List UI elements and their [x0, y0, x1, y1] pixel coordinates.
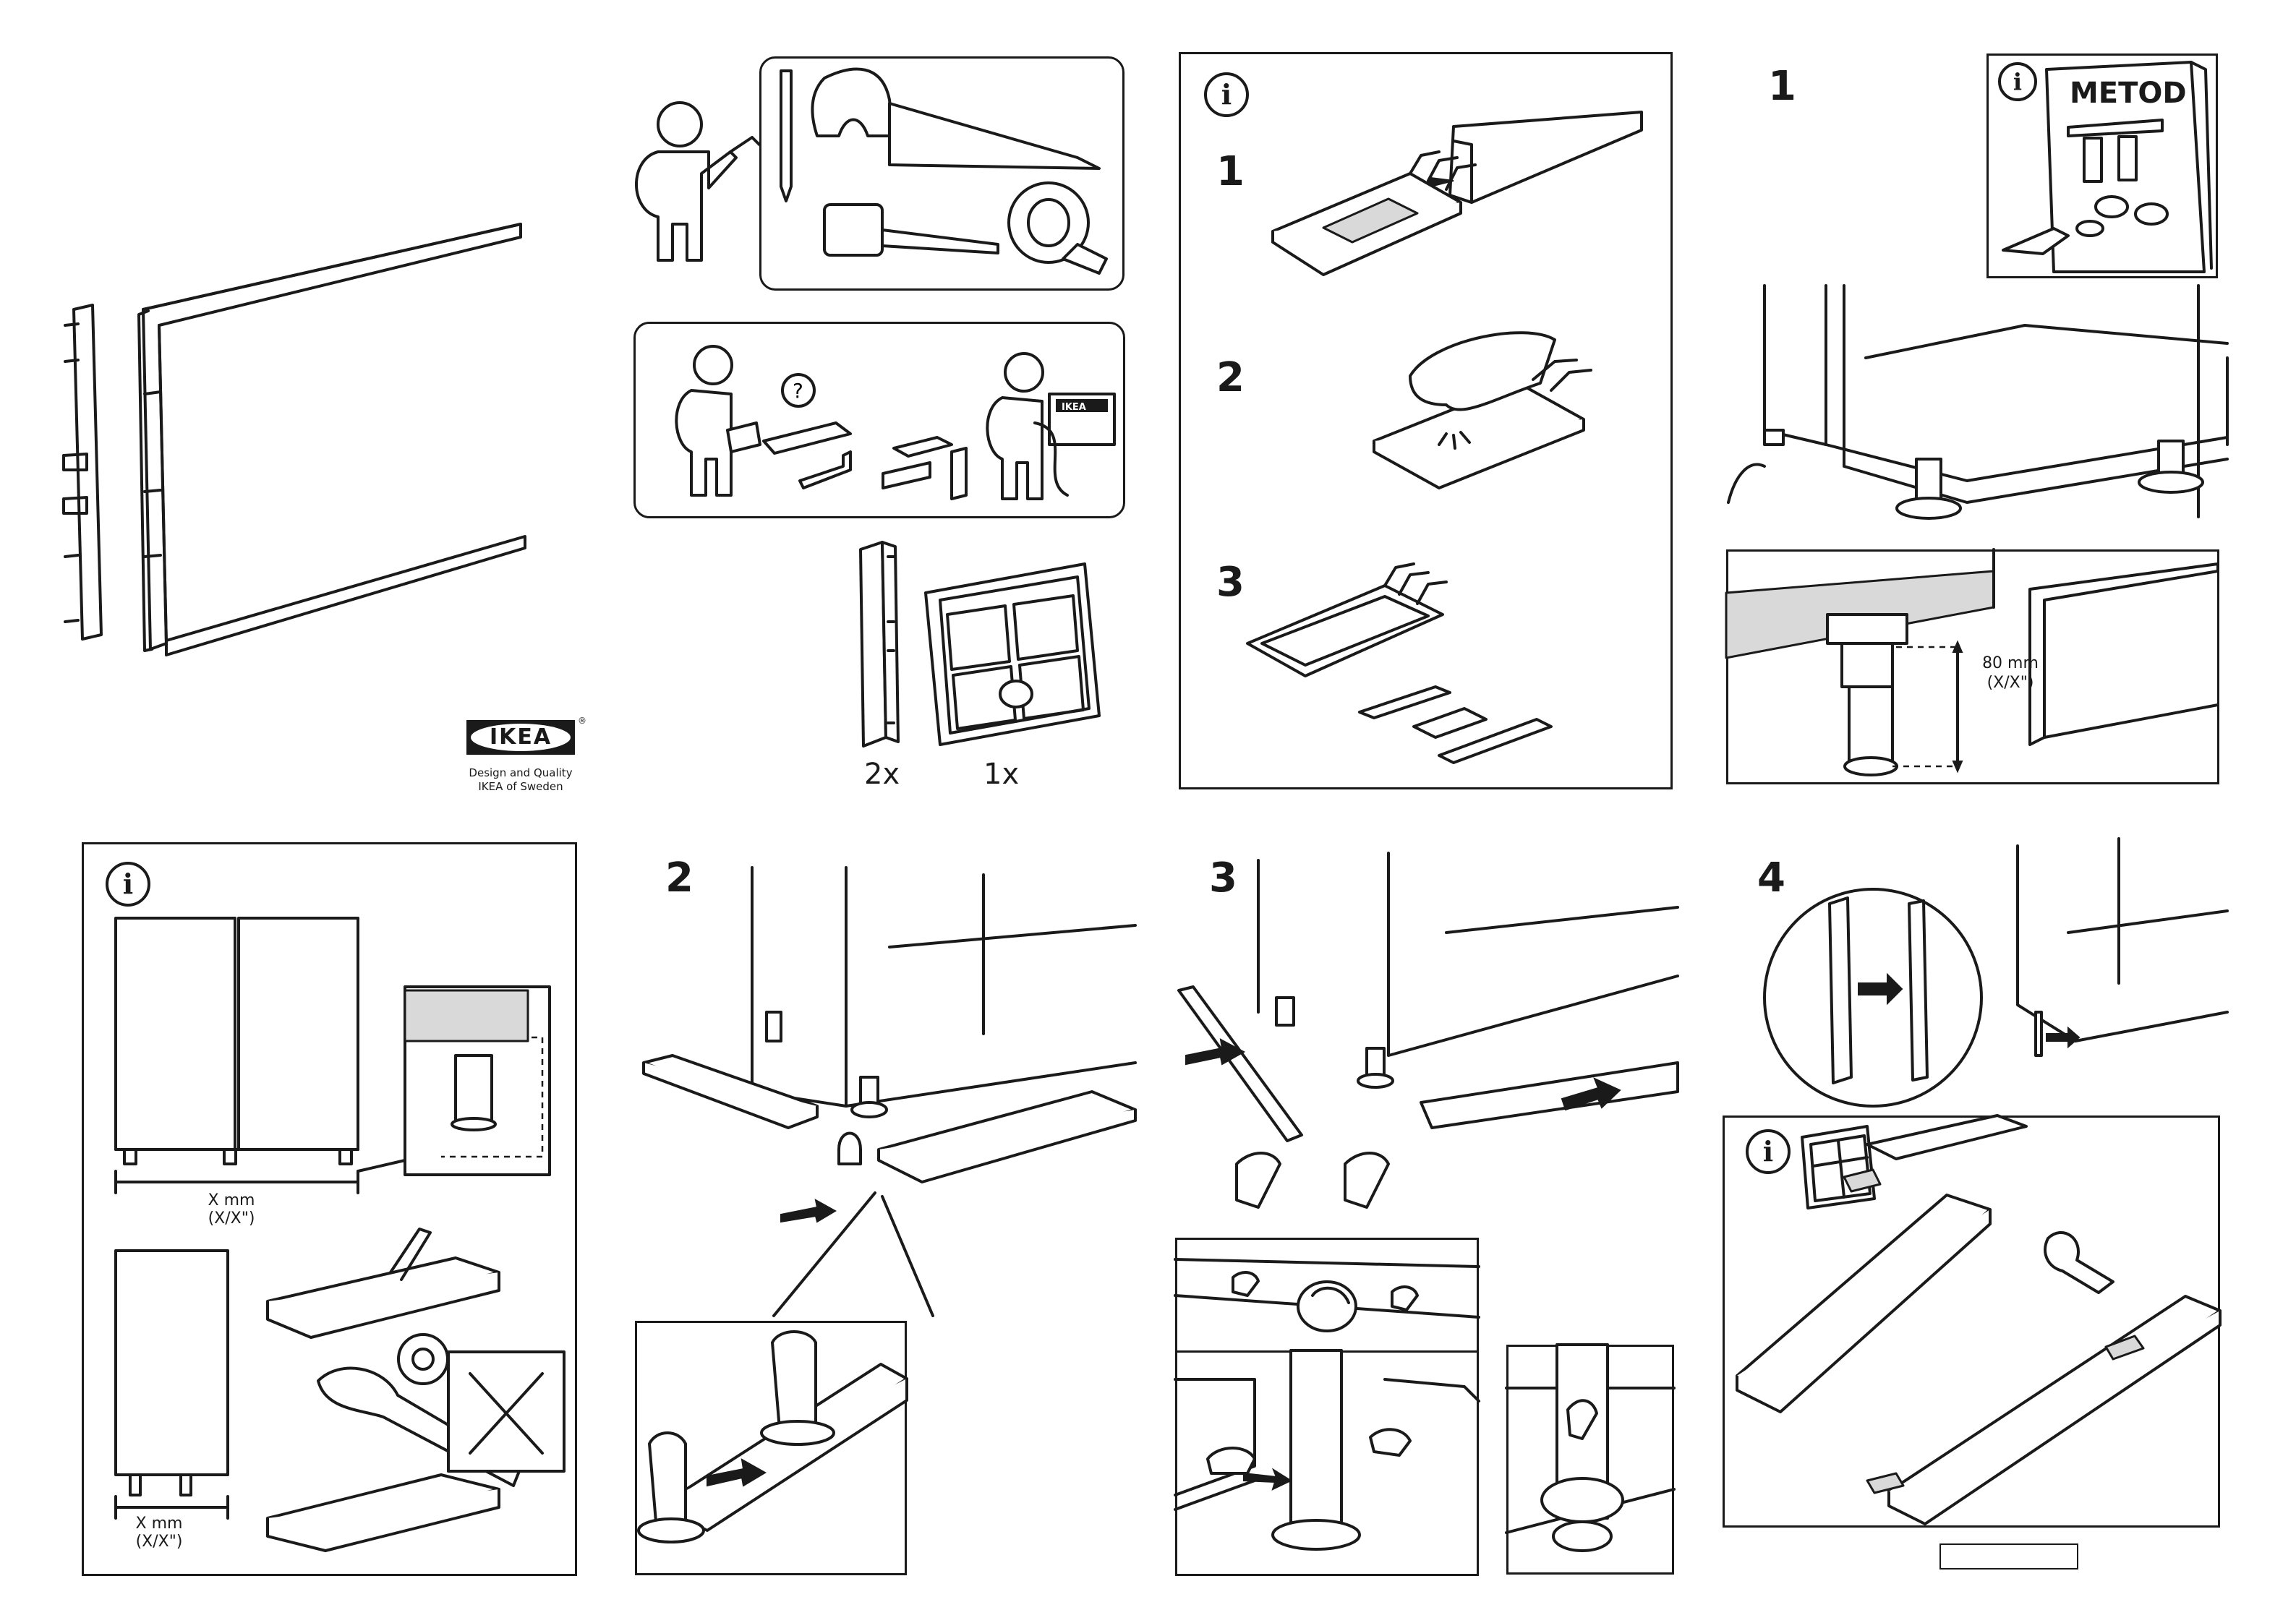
metod-booklet-title: METOD	[2070, 77, 2187, 110]
step3-detail-right-illustration	[1506, 1345, 1674, 1575]
svg-text:?: ?	[793, 379, 803, 403]
info-icon: i	[1204, 72, 1249, 117]
part-a-quantity: 2x	[864, 758, 900, 791]
leg-height-measure-value: 80 mm	[1967, 654, 2054, 673]
svg-text:IKEA: IKEA	[1062, 402, 1086, 413]
cutting-illustration	[253, 1229, 571, 1562]
cabinet-side-illustration	[108, 1251, 239, 1540]
template-step2-illustration	[1367, 318, 1642, 528]
step2-clips-illustration	[629, 860, 1135, 1243]
cabinet-depth-measure-unit: (X/X")	[116, 1533, 202, 1551]
plinth-product-illustration	[58, 217, 550, 665]
info-icon-measure: i	[106, 862, 150, 907]
step-number-1-right: 1	[1768, 67, 1796, 107]
template-step1-illustration	[1266, 108, 1656, 318]
step-number-2: 2	[1216, 358, 1245, 398]
end-cap-part	[853, 542, 904, 752]
step3-detail-top-illustration	[1175, 1238, 1479, 1362]
step-number-1: 1	[1216, 152, 1245, 192]
step3-detail-bottom-illustration	[1175, 1350, 1479, 1576]
cabinets-width-measure-value: X mm	[188, 1191, 275, 1210]
tools-illustration	[759, 56, 1124, 291]
ikea-tagline-1: Design and Quality	[448, 766, 593, 779]
step4-endcap-illustration	[1757, 839, 2227, 1113]
part-b-quantity: 1x	[983, 758, 1019, 791]
step2-detail-illustration	[635, 1321, 907, 1575]
page-label-box	[1939, 1543, 2078, 1570]
help-illustration: ? IKEA	[633, 322, 1125, 518]
cabinet-legs-illustration	[1721, 286, 2227, 531]
step3-plinth-attach-illustration	[1172, 846, 1678, 1236]
ikea-tagline-2: IKEA of Sweden	[448, 780, 593, 793]
step4-template-illustration	[1723, 1115, 2220, 1528]
leg-height-measure-unit: (X/X")	[1967, 674, 2054, 693]
template-part	[918, 557, 1114, 752]
cabinet-depth-measure-value: X mm	[116, 1515, 202, 1533]
info-icon-booklet: i	[1998, 62, 2037, 101]
person-figure-icon	[622, 94, 767, 267]
template-step3-illustration	[1233, 535, 1573, 774]
ikea-logo: IKEA ®	[466, 720, 575, 755]
cabinets-width-measure-unit: (X/X")	[188, 1209, 275, 1228]
cabinets-front-illustration	[108, 918, 557, 1200]
ikea-logo-text: IKEA	[466, 724, 575, 750]
